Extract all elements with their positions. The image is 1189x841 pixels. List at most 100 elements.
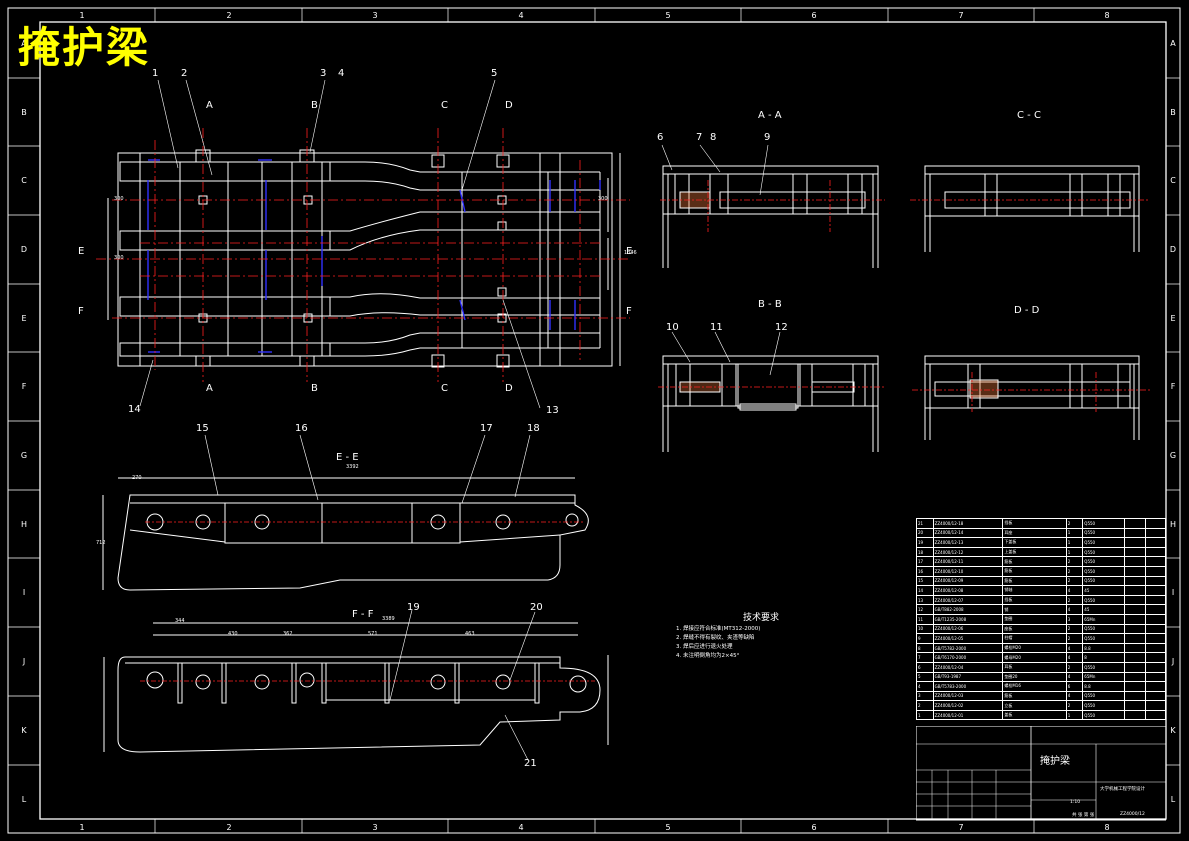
grid-row-label: F <box>22 382 27 391</box>
bom-cell: 4 <box>1065 585 1084 596</box>
bom-cell <box>1124 565 1146 577</box>
grid-row-label: A <box>1170 39 1176 48</box>
bom-cell: ZZ4000/12-08 <box>932 585 1004 596</box>
section-cc <box>924 165 1140 252</box>
bom-cell: 12 <box>916 604 934 615</box>
grid-col-label: 4 <box>518 11 523 20</box>
section-title-cc: C - C <box>1017 110 1041 121</box>
bom-cell: 筋板 <box>1002 556 1067 567</box>
bom-cell: 20 <box>916 527 934 539</box>
bom-cell: 耳座 <box>1002 527 1067 539</box>
title-block-name: 掩护梁 <box>1040 756 1070 767</box>
bom-cell: ZZ4000/12-02 <box>932 700 1004 711</box>
section-aa-center <box>660 180 885 232</box>
bom-cell: 8 <box>1082 652 1126 663</box>
cut-plane-mark: C <box>441 100 448 111</box>
grid-marks <box>8 8 1180 833</box>
bom-cell: 2 <box>1065 594 1084 606</box>
bom-cell: 4 <box>916 681 934 692</box>
bom-cell: 挡板 <box>1002 518 1067 529</box>
bom-cell <box>1144 633 1167 644</box>
bom-cell: 筋板 <box>1002 575 1067 587</box>
bom-cell <box>1124 594 1146 606</box>
bom-cell <box>1124 681 1146 692</box>
bom-cell: GB/T5782-2000 <box>932 642 1004 654</box>
bom-cell: 13 <box>916 594 934 606</box>
grid-col-label: 7 <box>958 11 963 20</box>
cut-plane-mark: E <box>78 246 85 257</box>
bom-cell: 14 <box>916 585 934 596</box>
bom-cell: 4 <box>1065 652 1084 663</box>
bom-cell: ZZ4000/12-14 <box>932 527 1004 539</box>
bom-cell: 11 <box>916 613 934 625</box>
bom-cell: 8 <box>916 642 934 654</box>
bom-cell: Q550 <box>1082 575 1126 587</box>
part-number-label: 9 <box>764 132 771 143</box>
bom-cell: ZZ4000/12-01 <box>932 709 1004 721</box>
bom-cell <box>1144 642 1167 654</box>
cut-plane-mark: E <box>626 246 633 257</box>
bom-cell <box>1144 690 1167 702</box>
grid-col-label: 3 <box>372 11 377 20</box>
grid-row-label: G <box>1170 451 1176 460</box>
tech-item: 1. 焊接应符合标准(MT312-2000) <box>676 626 761 632</box>
bom-cell <box>1144 537 1167 548</box>
bom-cell <box>1144 700 1167 711</box>
bom-cell: ZZ4000/12-05 <box>932 633 1004 644</box>
grid-col-label: 3 <box>372 823 377 832</box>
bom-cell: 座板 <box>1002 623 1067 635</box>
grid-row-label: E <box>21 314 26 323</box>
part-number-label: 20 <box>530 602 543 613</box>
bom-cell <box>1124 633 1146 644</box>
grid-row-label: G <box>21 451 27 460</box>
part-number-label: 21 <box>524 758 537 769</box>
bom-cell <box>1144 585 1167 596</box>
grid-row-label: H <box>1170 520 1176 529</box>
bom-cell: ZZ4000/12-13 <box>932 537 1004 548</box>
bom-cell: 15 <box>916 575 934 587</box>
grid-row-label: I <box>1172 588 1174 597</box>
bom-cell: ZZ4000/12-10 <box>932 565 1004 577</box>
plan-hidden-lines <box>147 159 601 353</box>
grid-row-label: K <box>21 726 27 735</box>
bom-cell: 8.8 <box>1082 642 1126 654</box>
bom-cell <box>1144 565 1167 577</box>
bom-cell: 1 <box>916 709 934 721</box>
section-title-ee: E - E <box>336 452 359 463</box>
bom-cell <box>1124 527 1146 539</box>
bom-cell: ZZ4000/12-03 <box>932 690 1004 702</box>
part-number-label: 7 <box>696 132 703 143</box>
section-title-dd: D - D <box>1014 305 1040 316</box>
bom-cell <box>1124 700 1146 711</box>
cut-plane-mark: A <box>206 100 213 111</box>
grid-col-label: 5 <box>665 11 670 20</box>
grid-col-label: 8 <box>1104 823 1109 832</box>
bom-cell: Q550 <box>1082 565 1126 577</box>
dimension-label: 430 <box>228 631 238 637</box>
bom-cell: GB/T882-2008 <box>932 604 1004 615</box>
bom-cell <box>1144 681 1167 692</box>
bom-cell: 筋板 <box>1002 565 1067 577</box>
bom-cell: Q550 <box>1082 527 1126 539</box>
bom-cell: 下盖板 <box>1002 537 1067 548</box>
bom-cell: GB/T93-1987 <box>932 671 1004 683</box>
part-number-label: 11 <box>710 322 723 333</box>
bom-cell: Q550 <box>1082 633 1126 644</box>
section-ff <box>103 622 609 753</box>
part-number-label: 10 <box>666 322 679 333</box>
bom-cell: 2 <box>1065 575 1084 587</box>
tech-item: 3. 焊后应进行退火处理 <box>676 644 733 650</box>
section-bb <box>662 355 879 452</box>
grid-col-label: 2 <box>226 823 231 832</box>
dimension-label: 300 <box>114 196 124 202</box>
section-ee <box>102 477 589 591</box>
cut-plane-mark: F <box>78 306 84 317</box>
dimension-label: 270 <box>132 475 142 481</box>
